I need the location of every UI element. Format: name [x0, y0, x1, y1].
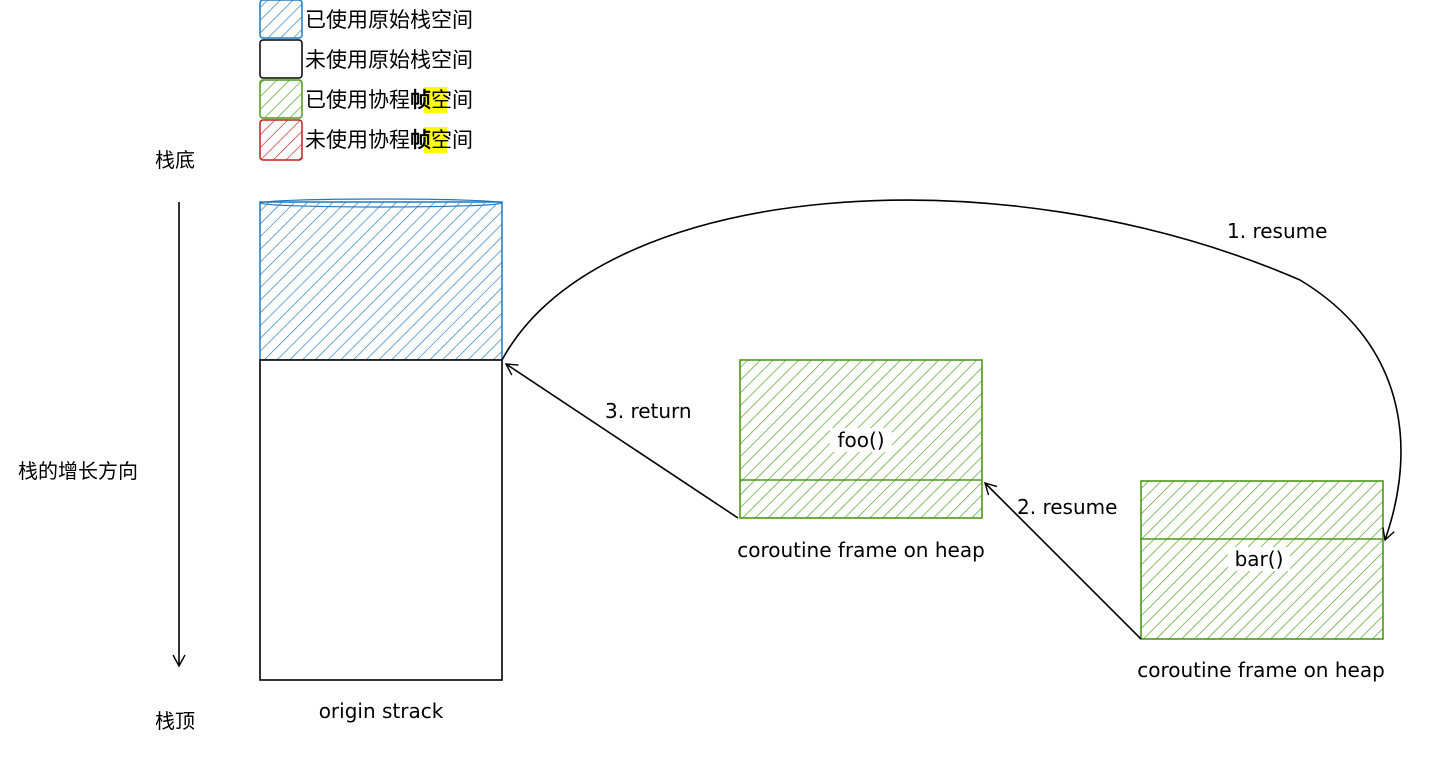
legend-item-used-original-stack: 已使用原始栈空间 [259, 0, 473, 39]
unused-stack-region [259, 359, 503, 681]
bar-frame-caption: coroutine frame on heap [1137, 658, 1385, 682]
origin-stack-caption: origin strack [319, 699, 444, 723]
foo-coroutine-frame: foo() coroutine frame on heap [737, 359, 985, 562]
bar-frame-label: bar() [1235, 547, 1284, 571]
return-3-arrow [504, 363, 739, 519]
legend-item-unused-original-stack: 未使用原始栈空间 [259, 39, 473, 79]
resume-2-label: 2. resume [1017, 495, 1117, 519]
stack-growth-axis: 栈底 栈的增长方向 栈顶 [16, 148, 195, 733]
growth-direction-label: 栈的增长方向 [18, 459, 138, 483]
stack-bottom-label: 栈底 [155, 148, 195, 172]
resume-2-arrow [983, 481, 1142, 640]
highlight-mark [424, 127, 447, 153]
legend-swatch-green [259, 79, 303, 119]
foo-frame-label: foo() [837, 428, 884, 452]
legend: 已使用原始栈空间 未使用原始栈空间 已使用协程帧空间 未使用协程帧空间 [259, 0, 473, 161]
legend-swatch-red [259, 119, 303, 161]
foo-frame-caption: coroutine frame on heap [737, 538, 985, 562]
return-3-label: 3. return [605, 399, 692, 423]
used-stack-region [259, 201, 503, 361]
legend-item-used-coroutine-frame: 已使用协程帧空间 [259, 79, 473, 119]
flow-arrows: 1. resume 2. resume 3. return [501, 199, 1402, 640]
resume-1-label: 1. resume [1227, 219, 1327, 243]
stack-top-label: 栈顶 [155, 709, 195, 733]
origin-stack: origin strack [259, 198, 503, 723]
legend-label: 已使用原始栈空间 [305, 8, 473, 32]
legend-label: 未使用原始栈空间 [305, 48, 473, 72]
legend-swatch-blue [259, 0, 303, 39]
legend-swatch-white [259, 39, 303, 79]
legend-item-unused-coroutine-frame: 未使用协程帧空间 [259, 119, 473, 161]
stack-rim [259, 198, 503, 208]
highlight-mark [424, 87, 447, 113]
legend-label: 已使用协程帧空间 [305, 88, 473, 112]
bar-coroutine-frame: bar() coroutine frame on heap [1137, 480, 1385, 682]
legend-label: 未使用协程帧空间 [305, 128, 473, 152]
resume-1-arrow [501, 199, 1402, 542]
